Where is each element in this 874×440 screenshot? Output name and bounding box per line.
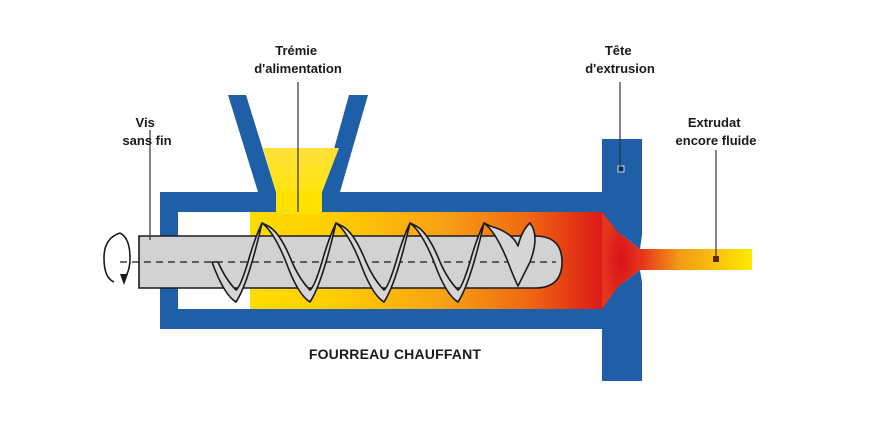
screw-flights: [211, 222, 536, 303]
screw-flight: [409, 222, 485, 303]
leader-lines: [149, 82, 717, 257]
extrudate-marker: [713, 256, 719, 262]
screw: [120, 222, 563, 303]
hopper-wall-left: [228, 95, 276, 192]
screw-flight: [211, 222, 263, 303]
screw-flight: [335, 222, 411, 303]
die-marker: [617, 165, 625, 173]
extrusion-die: [602, 139, 642, 381]
die-label: Tête d'extrusion: [585, 43, 655, 76]
feed-hopper: [228, 95, 368, 214]
barrel-label: FOURREAU CHAUFFANT: [309, 346, 482, 362]
screw-label: Vis sans fin: [122, 115, 171, 148]
hopper-wall-right: [322, 95, 368, 192]
hopper-throat: [276, 190, 322, 214]
die-taper-bottom: [602, 270, 642, 309]
screw-flight: [483, 222, 536, 287]
screw-flight: [261, 222, 337, 303]
rotation-arrow-icon: [103, 232, 131, 285]
extrudate-label: Extrudat encore fluide: [676, 115, 757, 148]
die-taper-top: [602, 212, 642, 249]
hopper-label: Trémie d'alimentation: [254, 43, 342, 76]
die-channel: [602, 212, 640, 309]
extrudate-strand: [640, 249, 752, 270]
